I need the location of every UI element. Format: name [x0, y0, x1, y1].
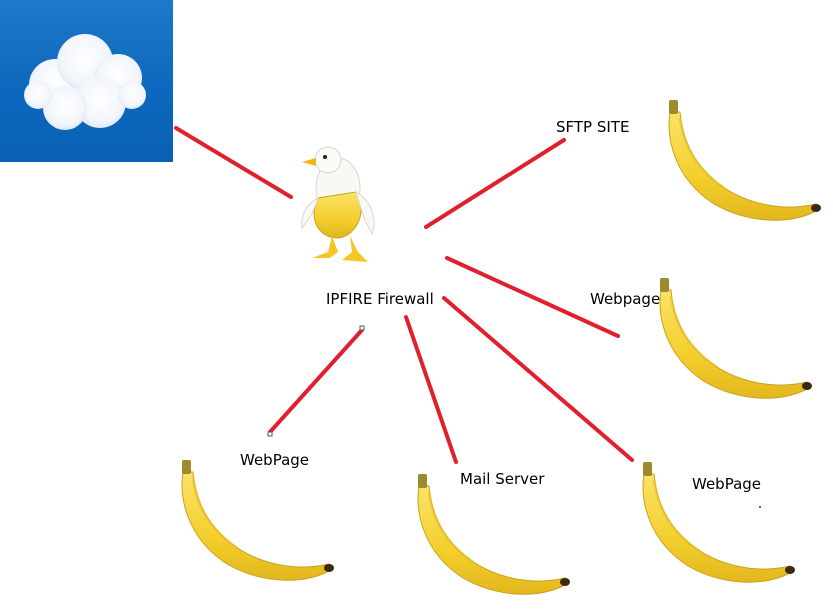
stray-dot [759, 506, 761, 508]
banana-icon [667, 98, 823, 222]
banana-duck-icon [301, 146, 375, 262]
label-ipfire-firewall: IPFIRE Firewall [326, 290, 434, 308]
label-webpage-bottom-right: WebPage [692, 475, 762, 493]
link-webpage-left [268, 328, 364, 434]
label-webpage-right: Webpage [590, 290, 661, 308]
banana-icon [658, 276, 814, 400]
link-sftp [424, 138, 566, 229]
label-mail-server: Mail Server [460, 470, 545, 488]
label-sftp-site: SFTP SITE [556, 118, 630, 136]
banana-icon [416, 472, 572, 596]
banana-icon [180, 458, 336, 582]
label-webpage-left: WebPage [240, 451, 310, 469]
selection-handle [267, 431, 273, 437]
cloud-icon [24, 34, 146, 130]
link-mail [404, 315, 458, 464]
link-webpage-right [445, 256, 620, 338]
selection-handle [359, 325, 365, 331]
link-webpage-bottom-right [442, 296, 634, 462]
link-cloud [174, 126, 293, 199]
